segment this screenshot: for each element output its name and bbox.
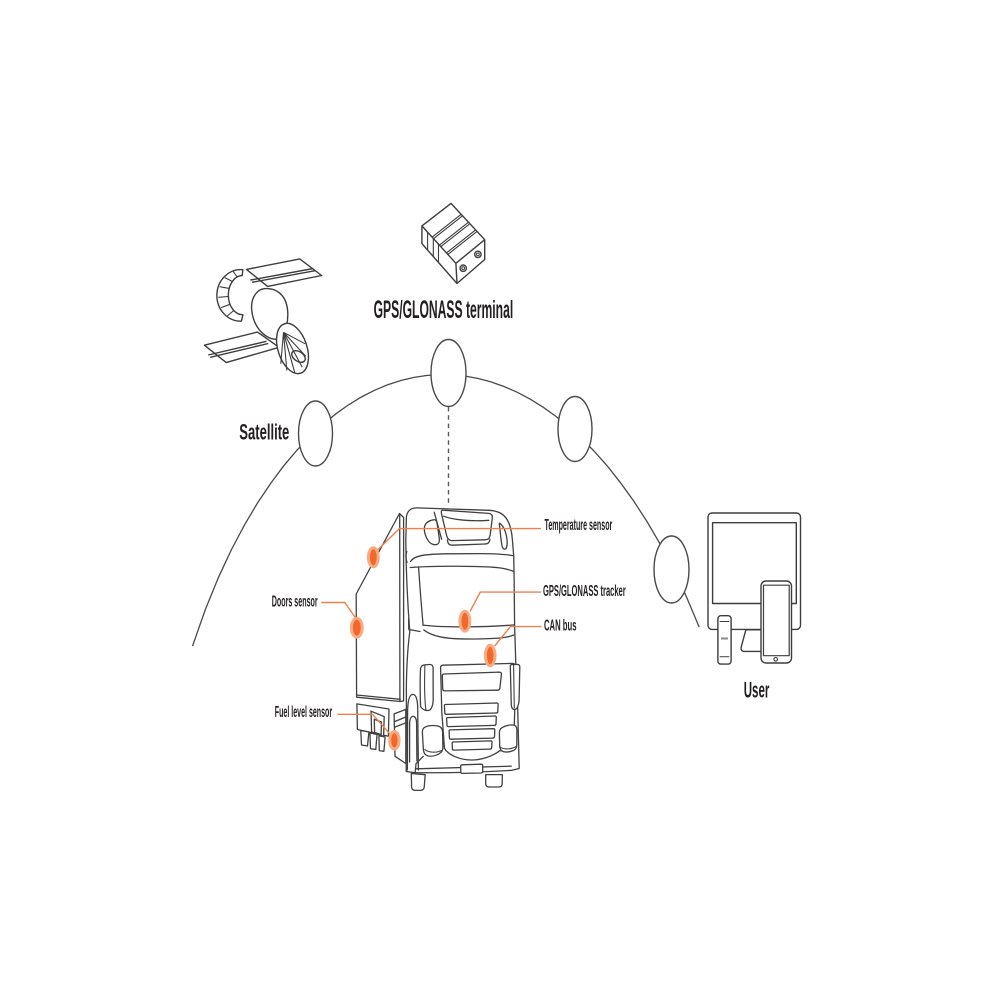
svg-text:Doors sensor: Doors sensor [272,593,318,610]
svg-text:Satellite: Satellite [239,420,289,445]
svg-text:Fuel level sensor: Fuel level sensor [275,704,332,721]
svg-text:CAN bus: CAN bus [544,618,577,635]
svg-text:GPS/GLONASS terminal: GPS/GLONASS terminal [374,296,514,324]
svg-text:GPS/GLONASS tracker: GPS/GLONASS tracker [543,583,626,600]
svg-text:Temperature sensor: Temperature sensor [545,517,613,534]
svg-text:User: User [744,678,770,703]
